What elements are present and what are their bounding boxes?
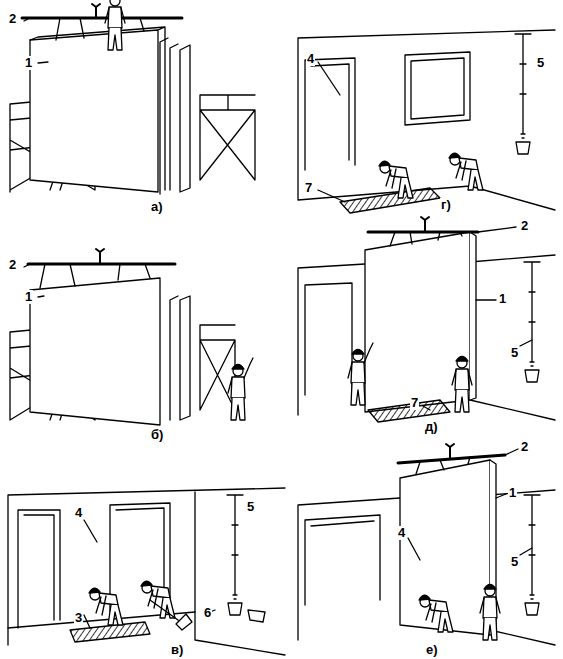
callout-number: 3 [74,611,83,625]
callout-number: 4 [397,526,406,540]
callout-number: 5 [510,346,519,360]
figure-letter: а) [150,200,164,214]
callout-number: 7 [410,396,419,410]
callout-number: 1 [24,290,33,304]
callout-number: 1 [508,486,517,500]
callout-number: 2 [8,258,17,272]
figure-letter: д) [424,420,439,434]
figure-letter: в) [170,643,184,657]
callout-number: 1 [498,292,507,306]
callout-number: 5 [246,500,255,514]
callout-number: 2 [520,219,529,233]
callout-number: 1 [24,56,33,70]
callout-number: 6 [203,606,212,620]
figure-letter: б) [150,428,164,442]
callout-number: 4 [306,52,315,66]
callout-number: 7 [304,181,313,195]
callout-number: 2 [8,12,17,26]
callout-number: 2 [520,440,529,454]
callout-number: 4 [74,506,83,520]
figure-letter: г) [440,198,452,212]
callout-number: 5 [536,56,545,70]
callout-number: 5 [510,555,519,569]
figure-letter: е) [425,643,439,657]
